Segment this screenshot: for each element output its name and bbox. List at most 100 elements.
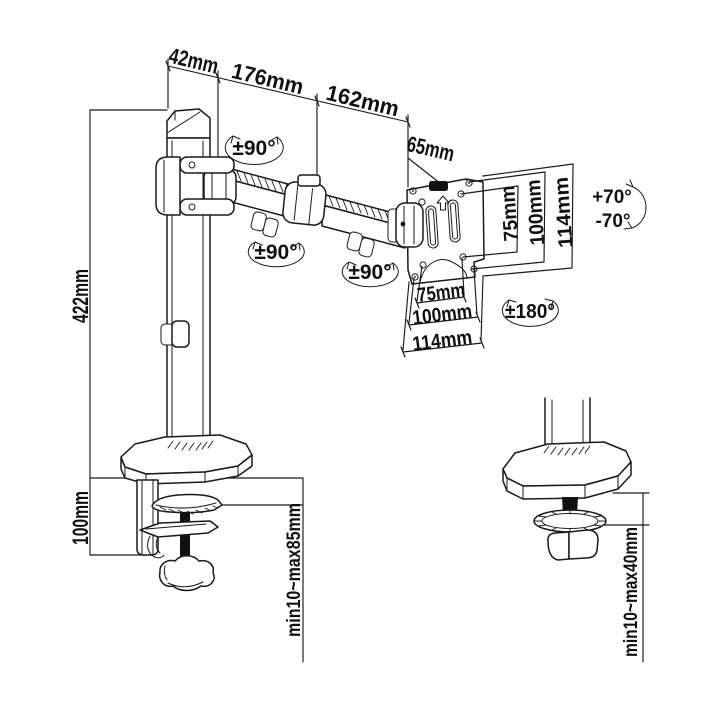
clip-tab <box>262 217 279 238</box>
arrowheads <box>623 179 634 230</box>
clamp-body-seams <box>141 480 154 555</box>
clip-tab <box>358 237 375 258</box>
rim-corner-edges <box>506 475 619 500</box>
bracket-114v <box>482 163 574 277</box>
mount-hole <box>411 273 419 281</box>
clamp-upper-pad <box>151 493 223 514</box>
elbow-top-cap <box>297 174 321 187</box>
slot-outer <box>447 199 461 243</box>
dimension-line <box>167 65 409 123</box>
label-vesa-v-114: 114mm <box>551 176 578 248</box>
elbow-joint <box>282 181 327 226</box>
mount-hole <box>419 261 427 269</box>
label-wrist-swivel: ±90° <box>348 261 391 284</box>
tilt-annotation <box>623 179 647 230</box>
cable-clip <box>171 320 190 348</box>
quick-release-knob <box>429 181 448 191</box>
top-dimension-lines <box>165 58 442 188</box>
shoulder-bolt <box>188 203 196 211</box>
plate-arch <box>419 259 468 283</box>
arm-assembly <box>155 156 406 258</box>
dim-line-114h <box>402 342 483 353</box>
shoulder-bracket <box>155 156 181 216</box>
rim-corner-edges <box>124 465 239 485</box>
hole-center-dot <box>468 182 470 184</box>
upper-pad-edge <box>155 502 217 509</box>
vesa-right-dimensions <box>460 163 574 277</box>
fan-extension-lines <box>402 257 484 351</box>
washer-teeth <box>533 509 607 533</box>
slot-inner <box>427 208 437 246</box>
dimension-labels: 42mm 176mm 162mm 65mm 422mm 100mm min10~… <box>68 43 642 657</box>
tick-marks <box>400 291 485 358</box>
wrist-capsule <box>395 202 424 248</box>
arrowheads <box>506 298 554 309</box>
rotation-wrist <box>341 261 399 288</box>
mount-hole <box>465 179 473 187</box>
label-tilt-up: +70° <box>592 187 632 208</box>
label-pole-depth: 42mm <box>167 43 221 79</box>
rotation-screen <box>501 298 559 327</box>
mount-hole <box>418 198 426 206</box>
label-elbow-swivel: ±90° <box>254 241 297 264</box>
label-screen-rotation: ±180° <box>505 301 555 323</box>
slot-outer <box>425 205 439 249</box>
hole-center-dot <box>414 276 416 278</box>
shoulder-bolt <box>188 161 196 169</box>
rotation-arrow-ellipse <box>341 261 399 288</box>
wrist-joint <box>387 202 424 248</box>
knob-details <box>163 565 204 588</box>
cable-clip-arm2 <box>346 231 375 258</box>
shoulder-hinge-seams <box>211 171 227 203</box>
shoulder-flange-bottom <box>179 198 235 216</box>
cable-clip-arm1 <box>250 211 279 238</box>
label-vesa-v-100: 100mm <box>523 179 550 246</box>
arrowheads <box>230 135 279 145</box>
elbow-capsule <box>282 181 327 226</box>
bracket-75v <box>460 185 519 258</box>
leader-line-65mm <box>407 157 442 185</box>
wing-nut-left-lobe <box>547 531 570 561</box>
arrowheads <box>346 261 395 271</box>
desk-clamp-base <box>120 434 253 592</box>
bracket-100v <box>468 171 546 270</box>
label-upper-arm: 162mm <box>324 80 402 121</box>
label-tilt-down: -70° <box>595 211 630 232</box>
label-vesa-h-114: 114mm <box>411 326 473 355</box>
arrow-cutout <box>436 195 450 211</box>
pole-cap <box>166 108 211 139</box>
rotation-elbow <box>247 241 305 268</box>
elbow-seams <box>293 184 314 225</box>
vesa-slot-right <box>447 199 461 243</box>
tick-marks <box>165 60 411 128</box>
label-clamp-height: 100mm <box>68 491 93 545</box>
vesa-slot-left <box>425 205 439 249</box>
rotation-arrow-ellipse <box>247 241 305 268</box>
slot-inner <box>449 202 459 240</box>
vesa-plate <box>406 178 485 285</box>
adjustment-hooks <box>147 535 165 559</box>
rotation-arrow-ellipse <box>501 299 559 327</box>
pole-junction-hatching <box>543 445 591 456</box>
label-lower-arm: 176mm <box>229 58 306 99</box>
dim-line-75h <box>416 296 465 304</box>
pole-cap-edges <box>166 110 201 134</box>
dim-line-100h <box>408 316 479 326</box>
mount-hole <box>409 187 417 195</box>
label-clamp-range: min10~max85mm <box>284 503 305 637</box>
grommet-mount <box>502 397 632 561</box>
pole-junction-hatching <box>167 440 214 451</box>
arrowheads <box>252 241 301 251</box>
hole-center-dot <box>412 190 414 192</box>
plate-outline <box>406 178 485 285</box>
clamp-star-knob <box>158 555 215 592</box>
vesa-bottom-dimensions <box>400 257 485 358</box>
shoulder-flange-top <box>179 156 235 174</box>
rotation-arrow-ellipse <box>224 135 284 166</box>
wing-nut-right-lobe <box>568 529 599 560</box>
label-pole-height: 422mm <box>68 269 93 323</box>
tilt-arc-arrow <box>631 186 647 229</box>
rotation-shoulder <box>224 135 284 166</box>
pivot-screw <box>400 221 406 227</box>
